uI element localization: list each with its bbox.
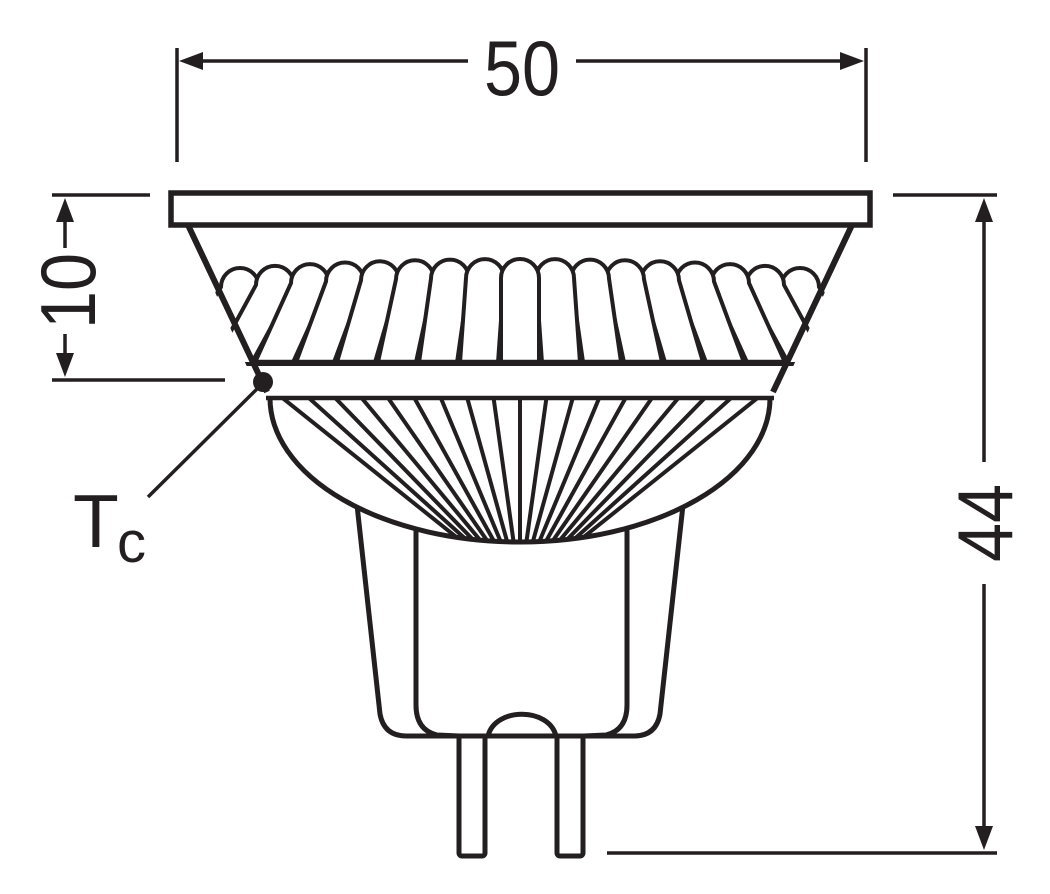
lamp-front-rim <box>168 190 873 228</box>
cooling-rib <box>411 398 522 542</box>
pin-left <box>456 727 488 859</box>
bowl-outline <box>267 397 773 545</box>
heatsink-band <box>253 359 787 401</box>
arrowhead-down-icon <box>975 826 993 850</box>
arrowhead-up-icon <box>56 198 74 222</box>
tc-point-label-main: T <box>73 479 119 563</box>
fin-petal <box>499 257 541 366</box>
arrowhead-up-icon <box>975 198 993 222</box>
fin-petal <box>533 257 583 366</box>
cooling-rib <box>278 398 522 542</box>
tc-leader-line <box>146 382 264 499</box>
cooling-rib <box>464 398 522 542</box>
heatsink-bowl <box>267 397 773 545</box>
cooling-rib <box>491 398 522 542</box>
arrowhead-down-icon <box>56 353 74 377</box>
cooling-rib <box>305 398 522 542</box>
dimension-face-to-tc: 10 <box>24 193 225 382</box>
dimension-diameter: 50 <box>175 24 868 162</box>
cooling-rib <box>331 398 522 542</box>
cooling-rib <box>358 398 522 542</box>
gu53-pins <box>456 727 586 859</box>
cooling-rib <box>518 398 682 542</box>
cooling-rib <box>518 398 602 542</box>
pin-right <box>554 727 586 859</box>
dimension-overall-length-value: 44 <box>941 484 1029 562</box>
tc-point-label-sub: c <box>117 510 146 575</box>
dimension-overall-length: 44 <box>607 193 1029 855</box>
dimension-face-to-tc-value: 10 <box>24 253 112 329</box>
tc-marker: T c <box>73 372 273 575</box>
cooling-rib <box>518 398 735 542</box>
lamp-neck <box>354 504 686 739</box>
arrowhead-left-icon <box>179 52 203 70</box>
neck-inner-line-right <box>583 518 630 739</box>
base-center-boss <box>485 711 559 737</box>
cooling-rib <box>518 398 629 542</box>
cooling-rib <box>518 398 709 542</box>
heatsink-fins-lower <box>278 398 762 542</box>
heatsink-fins-upper <box>186 257 854 366</box>
dimension-diameter-value: 50 <box>484 24 560 112</box>
cooling-rib <box>385 398 522 542</box>
cooling-rib <box>438 398 522 542</box>
cooling-rib <box>518 398 655 542</box>
neck-inner-line-left <box>413 518 460 739</box>
fin-petal <box>457 257 507 366</box>
cooling-rib <box>518 398 576 542</box>
arrowhead-right-icon <box>840 52 864 70</box>
cooling-rib <box>518 398 549 542</box>
cooling-rib <box>518 398 762 542</box>
